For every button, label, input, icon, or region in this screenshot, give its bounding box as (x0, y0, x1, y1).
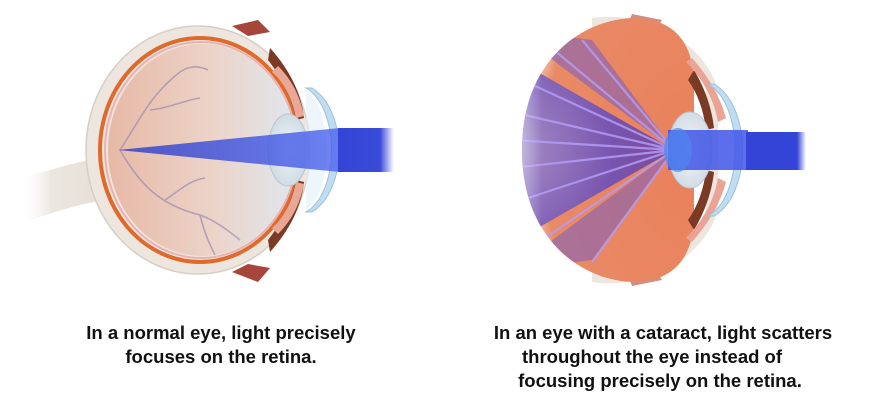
normal-eye-panel: In a normal eye, light precisely focuses… (0, 20, 442, 369)
normal-eye-caption: In a normal eye, light precisely focuses… (0, 321, 442, 369)
caption-line: In an eye with a cataract, light scatter… (493, 322, 833, 343)
caption-line: In a normal eye, light precisely (86, 322, 356, 343)
eye-cross-section-focused-light-icon (20, 20, 394, 282)
eye-cross-section-scattered-light-icon (522, 14, 806, 286)
caption-line: focuses on the retina. (125, 346, 317, 367)
cataract-eye-panel: In an eye with a cataract, light scatter… (442, 0, 884, 414)
caption-line: focusing precisely on the retina. (518, 370, 802, 391)
cataract-eye-caption: In an eye with a cataract, light scatter… (442, 321, 884, 393)
caption-line: throughout the eye instead of (521, 346, 783, 367)
